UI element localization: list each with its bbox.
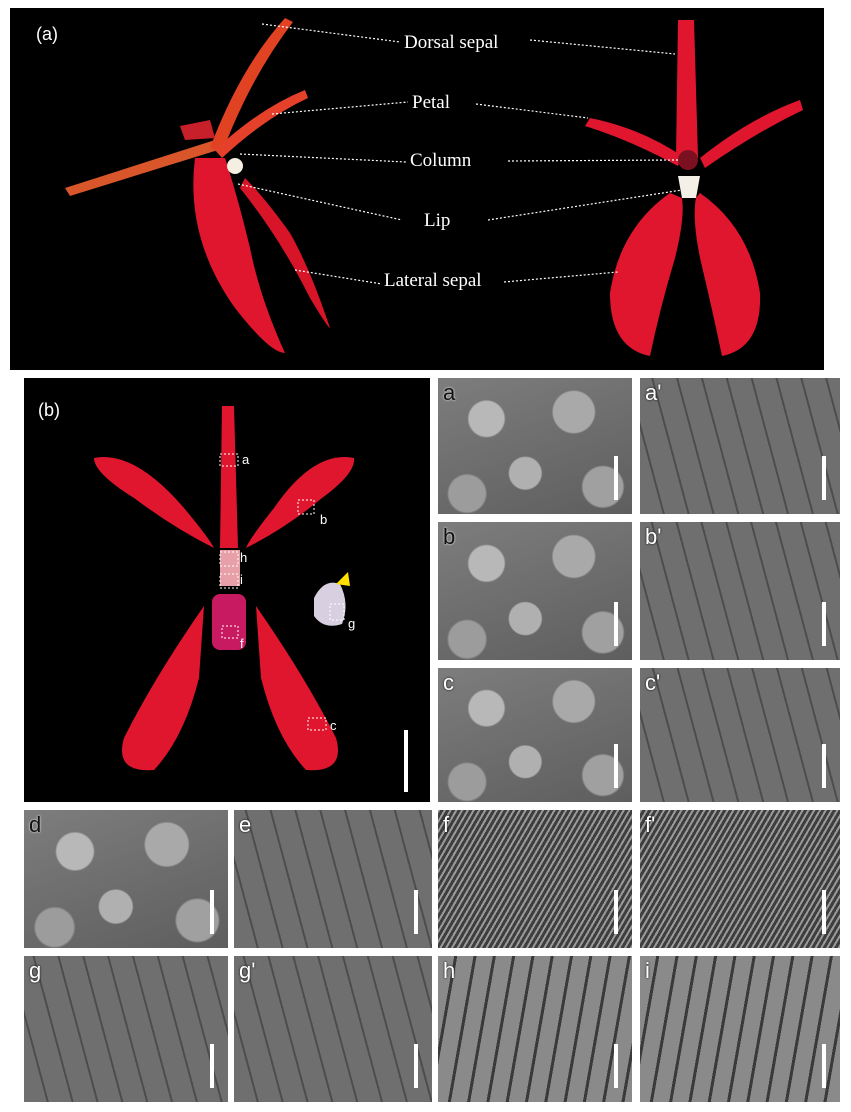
marker-a: a: [242, 452, 250, 467]
panel-a: (a) Dorsal sepal Petal Column Lip Latera…: [10, 8, 824, 370]
sem-f-label: f: [443, 812, 450, 837]
sem-f: f: [438, 810, 632, 948]
marker-h: h: [240, 550, 248, 565]
scale-bar: [614, 744, 618, 788]
scale-bar: [614, 602, 618, 646]
scale-bar: [414, 1044, 418, 1088]
label-column: Column: [410, 150, 472, 171]
dissected-flower-photo: [94, 406, 408, 792]
scale-bar: [614, 890, 618, 934]
sem-d-label: d: [29, 812, 42, 837]
sem-f2: f': [640, 810, 840, 948]
scale-bar: [210, 890, 214, 934]
marker-i: i: [240, 572, 243, 587]
scale-bar: [614, 1044, 618, 1088]
panel-b: (b) a b h i f g c: [24, 378, 430, 802]
sem-f2-label: f': [645, 812, 656, 837]
sem-b-label: b: [443, 524, 456, 549]
sem-i-label: i: [645, 958, 650, 983]
sem-h: h: [438, 956, 632, 1102]
sem-a2-label: a': [645, 380, 662, 405]
marker-f: f: [240, 636, 244, 651]
sem-d: d: [24, 810, 228, 948]
marker-c: c: [330, 718, 337, 733]
sem-a: a: [438, 378, 632, 514]
sem-g-label: g: [29, 958, 42, 983]
scale-bar: [822, 744, 826, 788]
sem-c-label: c: [443, 670, 454, 695]
sem-c: c: [438, 668, 632, 802]
sem-b: b: [438, 522, 632, 660]
label-lateral-sepal: Lateral sepal: [384, 270, 482, 291]
sem-e-label: e: [239, 812, 252, 837]
sem-c2-label: c': [645, 670, 661, 695]
scale-bar: [822, 456, 826, 500]
sem-b2: b': [640, 522, 840, 660]
label-lip: Lip: [424, 210, 451, 231]
panel-a-label: (a): [36, 24, 58, 44]
sem-g2: g': [234, 956, 432, 1102]
scale-bar: [404, 730, 408, 792]
flower-side-and-front-photo: [65, 18, 803, 356]
marker-b: b: [320, 512, 328, 527]
sem-g2-label: g': [239, 958, 256, 983]
scale-bar: [822, 890, 826, 934]
sem-g: g: [24, 956, 228, 1102]
sem-b2-label: b': [645, 524, 662, 549]
scale-bar: [614, 456, 618, 500]
scale-bar: [822, 602, 826, 646]
panel-b-label: (b): [38, 400, 60, 420]
sem-e: e: [234, 810, 432, 948]
sem-a2: a': [640, 378, 840, 514]
sem-c2: c': [640, 668, 840, 802]
label-dorsal-sepal: Dorsal sepal: [404, 32, 499, 53]
marker-g: g: [348, 616, 356, 631]
label-petal: Petal: [412, 92, 450, 113]
scale-bar: [822, 1044, 826, 1088]
sem-i: i: [640, 956, 840, 1102]
scale-bar: [210, 1044, 214, 1088]
sem-h-label: h: [443, 958, 456, 983]
sem-a-label: a: [443, 380, 456, 405]
scale-bar: [414, 890, 418, 934]
